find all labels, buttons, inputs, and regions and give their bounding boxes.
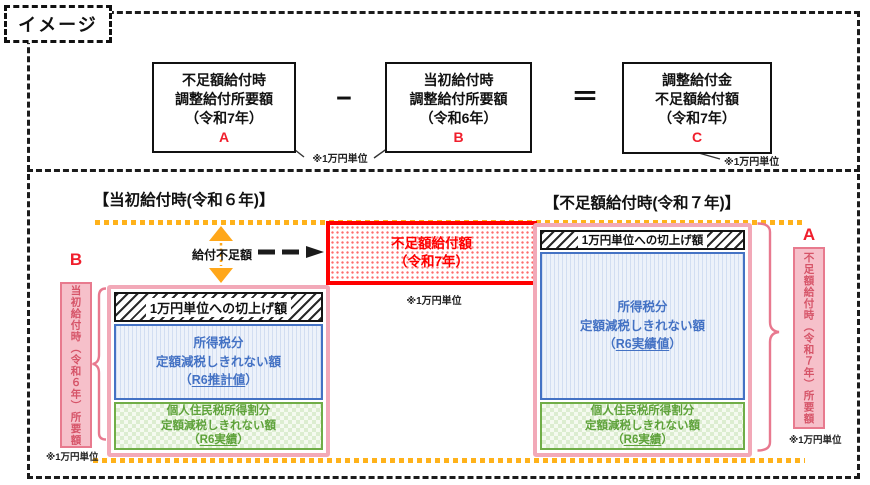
formula-box-a: 不足額給付時 調整給付所要額 （令和7年） A xyxy=(152,62,296,153)
income-tax-title: 所得税分 xyxy=(617,299,668,314)
label-b-letter: B xyxy=(69,250,83,269)
label-a-letter: A xyxy=(802,225,816,244)
resident-tax-title: 個人住民税所得割分 xyxy=(166,404,271,417)
left-section-header: 【当初給付時(令和６年)】 xyxy=(93,192,275,209)
minus-operator: − xyxy=(336,83,352,113)
left-bar-rounding-label: 1万円単位への切上げ額 xyxy=(145,297,292,317)
unit-note-shortfall: ※1万円単位 xyxy=(406,296,462,307)
left-bar-rounding-section: 1万円単位への切上げ額 xyxy=(114,292,323,322)
right-section-header: 【不足額給付時(令和７年)】 xyxy=(543,195,741,212)
left-bar: 1万円単位への切上げ額 所得税分 定額減税しきれない額 （R6推計値） 個人住民… xyxy=(107,285,330,457)
right-bar-income-tax-section: 所得税分 定額減税しきれない額 （R6実績値） xyxy=(540,252,745,400)
label-a-box: 不足額給付時（令和７年）所要額 xyxy=(793,247,825,429)
image-corner-tag-label: イメージ xyxy=(18,15,98,35)
income-tax-subtitle: 定額減税しきれない額 xyxy=(155,354,281,369)
shortfall-range-arrow-icon xyxy=(209,226,233,283)
formula-box-b-letter: B xyxy=(453,128,464,145)
resident-tax-subtitle: 定額減税しきれない額 xyxy=(161,419,276,432)
right-bar-resident-tax-section: 個人住民税所得割分 定額減税しきれない額 （R6実績） xyxy=(540,402,745,450)
income-tax-note: （R6推計値） xyxy=(179,373,258,388)
right-bar: 1万円単位への切上げ額 所得税分 定額減税しきれない額 （R6実績値） 個人住民… xyxy=(533,223,752,457)
resident-tax-note: （R6実績） xyxy=(612,434,673,447)
resident-tax-subtitle: 定額減税しきれない額 xyxy=(585,419,700,432)
formula-box-a-text: 不足額給付時 調整給付所要額 （令和7年） xyxy=(175,71,273,126)
left-bar-income-tax-section: 所得税分 定額減税しきれない額 （R6推計値） xyxy=(114,324,323,400)
right-bar-rounding-label: 1万円単位への切上げ額 xyxy=(577,232,708,248)
unit-note-formula-c: ※1万円単位 xyxy=(724,157,780,168)
label-b-box: 当初給付時（令和６年）所要額 xyxy=(60,282,92,448)
shortfall-amount-text: 不足額給付額 （令和7年） xyxy=(391,236,472,269)
left-bar-resident-tax-section: 個人住民税所得割分 定額減税しきれない額 （R6実績） xyxy=(114,402,323,450)
brace-right-icon xyxy=(757,222,780,452)
formula-box-c-text: 調整給付金 不足額給付額 （令和7年） xyxy=(655,72,739,126)
image-corner-tag: イメージ xyxy=(4,5,112,43)
unit-note-formula-ab: ※1万円単位 xyxy=(312,154,368,165)
unit-note-label-b: ※1万円単位 xyxy=(46,452,99,463)
label-a-text: 不足額給付時（令和７年）所要額 xyxy=(802,251,815,425)
formula-box-b-text: 当初給付時 調整給付所要額 （令和6年） xyxy=(409,71,508,126)
formula-box-c-letter: C xyxy=(691,129,703,145)
right-bar-rounding-section: 1万円単位への切上げ額 xyxy=(540,230,745,250)
outer-dashed-border xyxy=(27,11,860,479)
equals-operator: ＝ xyxy=(571,82,599,112)
resident-tax-title: 個人住民税所得割分 xyxy=(590,404,695,417)
formula-box-c: 調整給付金 不足額給付額 （令和7年） C xyxy=(622,62,772,154)
brace-left-icon xyxy=(92,287,107,441)
income-tax-subtitle: 定額減税しきれない額 xyxy=(579,318,705,333)
income-tax-note: （R6実績値） xyxy=(603,337,682,352)
income-tax-title: 所得税分 xyxy=(193,335,244,350)
formula-box-a-letter: A xyxy=(218,128,230,145)
unit-note-label-a: ※1万円単位 xyxy=(789,435,842,446)
label-b-text: 当初給付時（令和６年）所要額 xyxy=(69,284,82,446)
formula-box-b: 当初給付時 調整給付所要額 （令和6年） B xyxy=(385,62,532,153)
section-divider xyxy=(27,169,860,172)
lower-guide-line xyxy=(93,458,805,463)
shortfall-arrow-label: 給付不足額 xyxy=(191,248,252,262)
dashed-arrow-icon xyxy=(258,246,324,258)
shortfall-amount-box: 不足額給付額 （令和7年） xyxy=(326,221,537,285)
resident-tax-note: （R6実績） xyxy=(188,434,249,447)
